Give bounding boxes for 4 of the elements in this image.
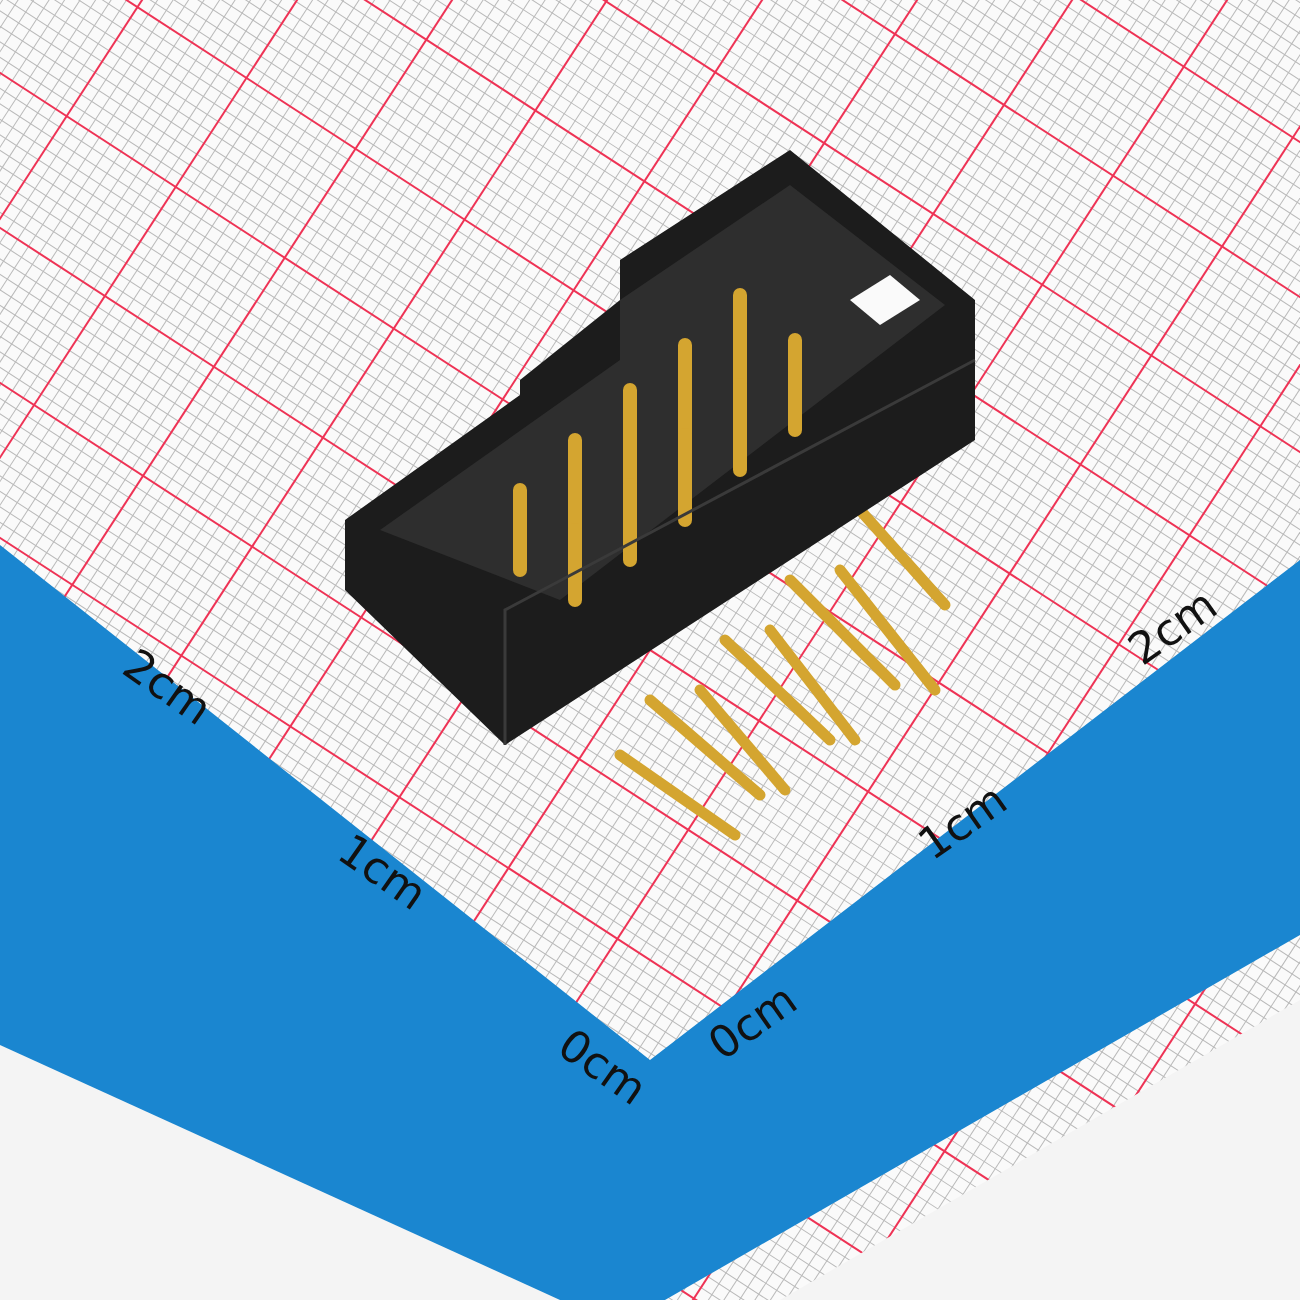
- ruler-scale-label: 0cm: [551, 1021, 655, 1113]
- ruler-scale-label: 2cm: [1121, 581, 1225, 673]
- ruler-scale-label: 0cm: [701, 976, 805, 1068]
- ruler-scale-label: 1cm: [911, 776, 1015, 868]
